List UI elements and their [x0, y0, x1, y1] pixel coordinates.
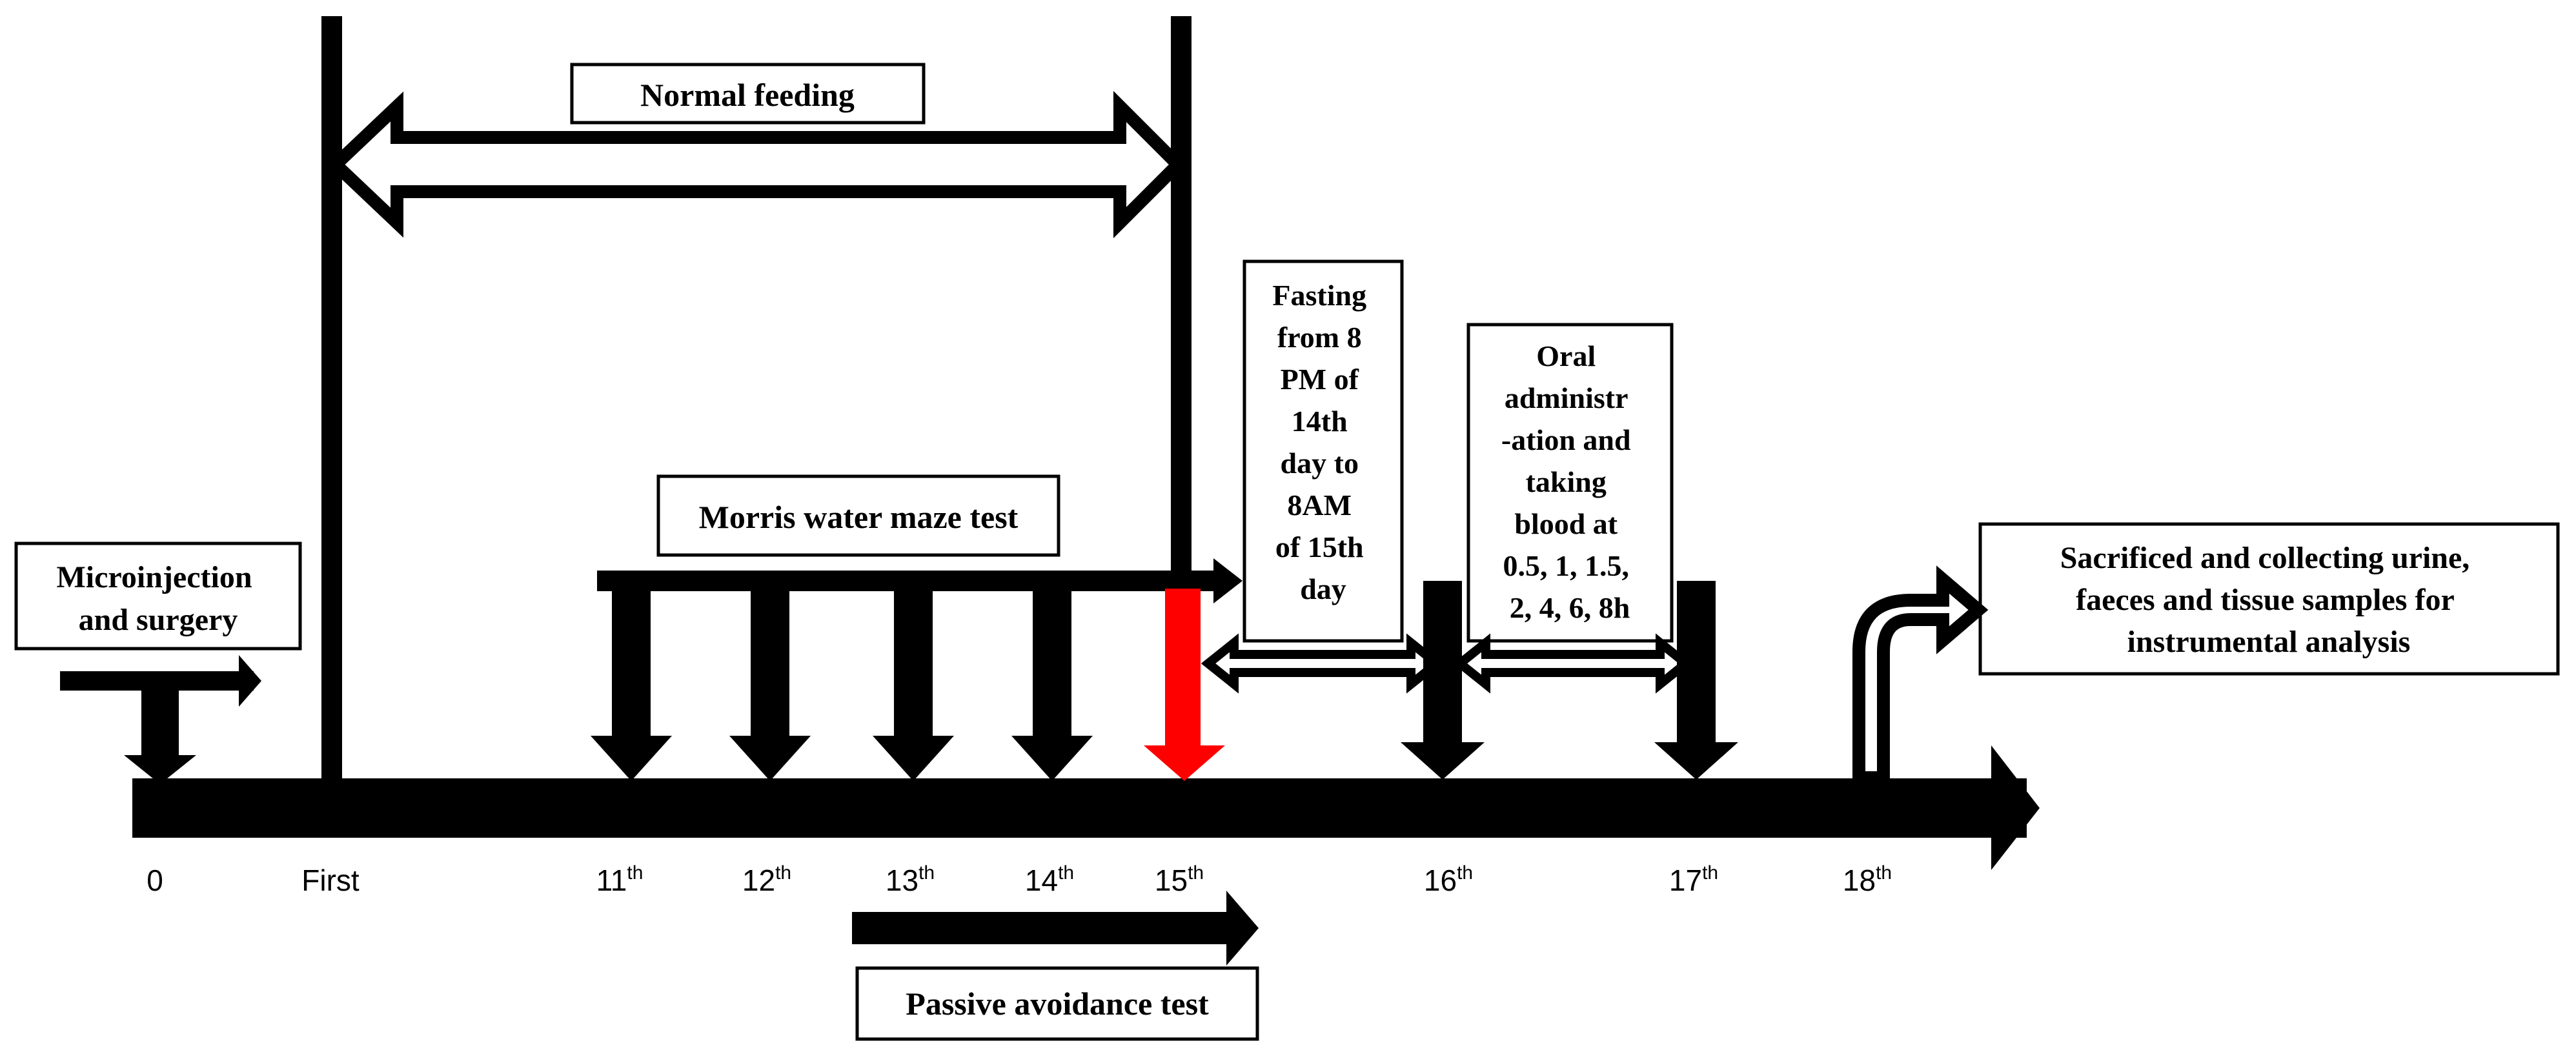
down-arrow-day14 [1011, 589, 1093, 781]
timeline-label-5: 14th [1025, 862, 1074, 897]
microinjection-line-2: and surgery [79, 603, 238, 637]
timeline-label-6: 15th [1155, 862, 1204, 897]
oral-double-arrow [1452, 633, 1694, 694]
passive-test-arrow [852, 891, 1259, 966]
timeline-label-7: 16th [1424, 862, 1473, 897]
fasting-line-7: of 15th [1275, 531, 1364, 563]
sacrificed-line-3: instrumental analysis [2127, 625, 2411, 659]
timeline-label-1: First [301, 864, 360, 897]
timeline-label-9: 18th [1843, 862, 1892, 897]
oral-line-1: Oral [1536, 339, 1596, 372]
oral-administration-box: Oral administr -ation and taking blood a… [1466, 323, 1674, 643]
sacrificed-box: Sacrificed and collecting urine, faeces … [1978, 522, 2560, 676]
timeline-label-8: 17th [1669, 862, 1718, 897]
fasting-line-2: from 8 [1277, 321, 1362, 354]
oral-line-7: 2, 4, 6, 8h [1510, 591, 1630, 624]
microinjection-arrow [60, 655, 261, 784]
down-arrow-day15-red [1144, 589, 1225, 781]
oral-line-3: -ation and [1501, 423, 1631, 456]
svg-text:Microinjection and surge: Microinjection and surgery [56, 560, 259, 637]
fasting-line-3: PM of [1281, 363, 1359, 396]
microinjection-line-1: Microinjection [56, 560, 252, 594]
timeline-label-4: 13th [886, 862, 935, 897]
oral-line-2: administr [1505, 381, 1628, 414]
down-arrow-day17 [1654, 581, 1738, 780]
fasting-line-6: 8AM [1287, 489, 1352, 521]
microinjection-box: Microinjection and surgery [14, 541, 302, 651]
morris-test-arrow [597, 558, 1242, 603]
morris-test-box: Morris water maze test [656, 474, 1060, 557]
down-arrow-day11 [591, 589, 672, 781]
timeline-label-2: 11th [596, 862, 644, 897]
fasting-line-1: Fasting [1272, 279, 1366, 312]
day15-line [1171, 16, 1192, 597]
fasting-box: Fasting from 8 PM of 14th day to 8AM of … [1242, 259, 1404, 643]
morris-day-arrows [591, 589, 1225, 781]
fasting-double-arrow [1201, 633, 1445, 694]
sacrificed-bent-arrow [1852, 565, 1989, 784]
down-arrow-day12 [729, 589, 811, 781]
timeline-axis [132, 745, 2040, 870]
down-arrow-day13 [873, 589, 954, 781]
timeline-label-3: 12th [742, 862, 791, 897]
passive-test-box: Passive avoidance test [855, 966, 1259, 1041]
oral-line-6: 0.5, 1, 1.5, [1503, 549, 1630, 582]
sacrificed-line-2: faeces and tissue samples for [2076, 583, 2454, 617]
fasting-line-4: 14th [1292, 405, 1348, 438]
fasting-line-8: day [1300, 572, 1346, 605]
normal-feeding-box: Normal feeding [570, 63, 926, 125]
normal-feeding-double-arrow [326, 90, 1188, 239]
normal-feeding-label: Normal feeding [640, 77, 855, 113]
first-day-line [321, 16, 342, 787]
timeline-arrowhead [1991, 745, 2040, 870]
sacrificed-line-1: Sacrificed and collecting urine, [2060, 541, 2470, 575]
svg-text:Oral administr -at: Oral administr -ation and taking blood a… [1501, 339, 1638, 624]
timeline-label-0: 0 [147, 864, 163, 897]
morris-test-label: Morris water maze test [699, 499, 1019, 535]
svg-text:Sacrificed and collecting urin: Sacrificed and collecting urine, faeces … [2060, 541, 2478, 659]
passive-test-label: Passive avoidance test [906, 986, 1209, 1022]
oral-line-4: taking [1526, 465, 1607, 498]
svg-text:Fasting from 8 PM: Fasting from 8 PM of 14th day to 8AM of … [1272, 279, 1374, 605]
fasting-line-5: day to [1281, 447, 1359, 480]
oral-line-5: blood at [1514, 507, 1618, 540]
timeline-tick-labels: 0 First 11th 12th 13th 14th 15th 16th 17th 18th [147, 862, 1892, 897]
